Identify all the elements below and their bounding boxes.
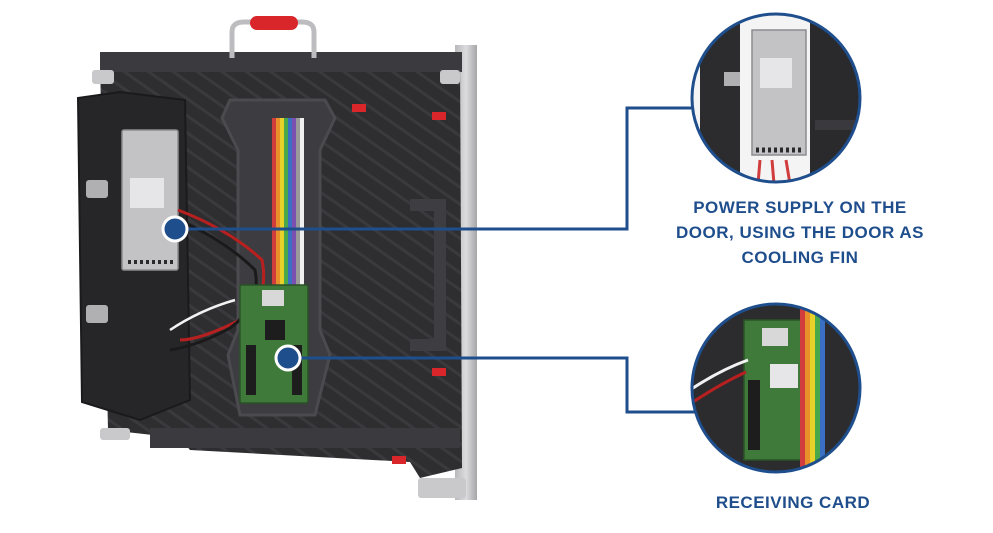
receiving-card-marker-dot xyxy=(274,344,302,372)
door-hinge xyxy=(86,180,108,198)
corner-latch xyxy=(100,428,130,440)
receiving-card-caption-line: RECEIVING CARD xyxy=(715,493,871,512)
lock-lever xyxy=(352,104,366,112)
corner-latch xyxy=(92,70,114,84)
power-supply-caption: POWER SUPPLY ON THE DOOR, USING THE DOOR… xyxy=(655,195,945,270)
power-supply-caption-line: COOLING FIN xyxy=(741,248,859,267)
lock-lever xyxy=(432,368,446,376)
power-supply-caption-line: DOOR, USING THE DOOR AS xyxy=(676,223,924,242)
callout-connectors xyxy=(161,106,695,414)
hub-connector xyxy=(246,345,256,395)
rj45-port xyxy=(262,290,284,306)
corner-latch xyxy=(440,70,460,84)
led-cabinet xyxy=(76,16,477,500)
corner-latch xyxy=(418,478,466,498)
receiving-card-caption: RECEIVING CARD xyxy=(672,490,914,515)
receiving-card-zoom-circle xyxy=(690,302,862,474)
bottom-rail xyxy=(150,428,460,448)
power-supply-label xyxy=(130,178,164,208)
card-chip xyxy=(265,320,285,340)
power-supply-caption-line: POWER SUPPLY ON THE xyxy=(693,198,907,217)
power-supply-marker-dot xyxy=(161,215,189,243)
side-handle xyxy=(410,199,446,351)
lock-lever xyxy=(392,456,406,464)
power-supply-zoom-circle xyxy=(690,12,862,184)
hub-connector xyxy=(292,345,302,395)
lock-lever xyxy=(432,112,446,120)
receiving-card-leader-line xyxy=(288,356,695,414)
door-hinge xyxy=(86,305,108,323)
network-cable xyxy=(169,298,236,332)
receiving-card xyxy=(239,284,309,404)
carry-handle-grip xyxy=(250,16,298,30)
power-supply-leader-line xyxy=(175,106,693,231)
top-rail xyxy=(100,52,462,72)
